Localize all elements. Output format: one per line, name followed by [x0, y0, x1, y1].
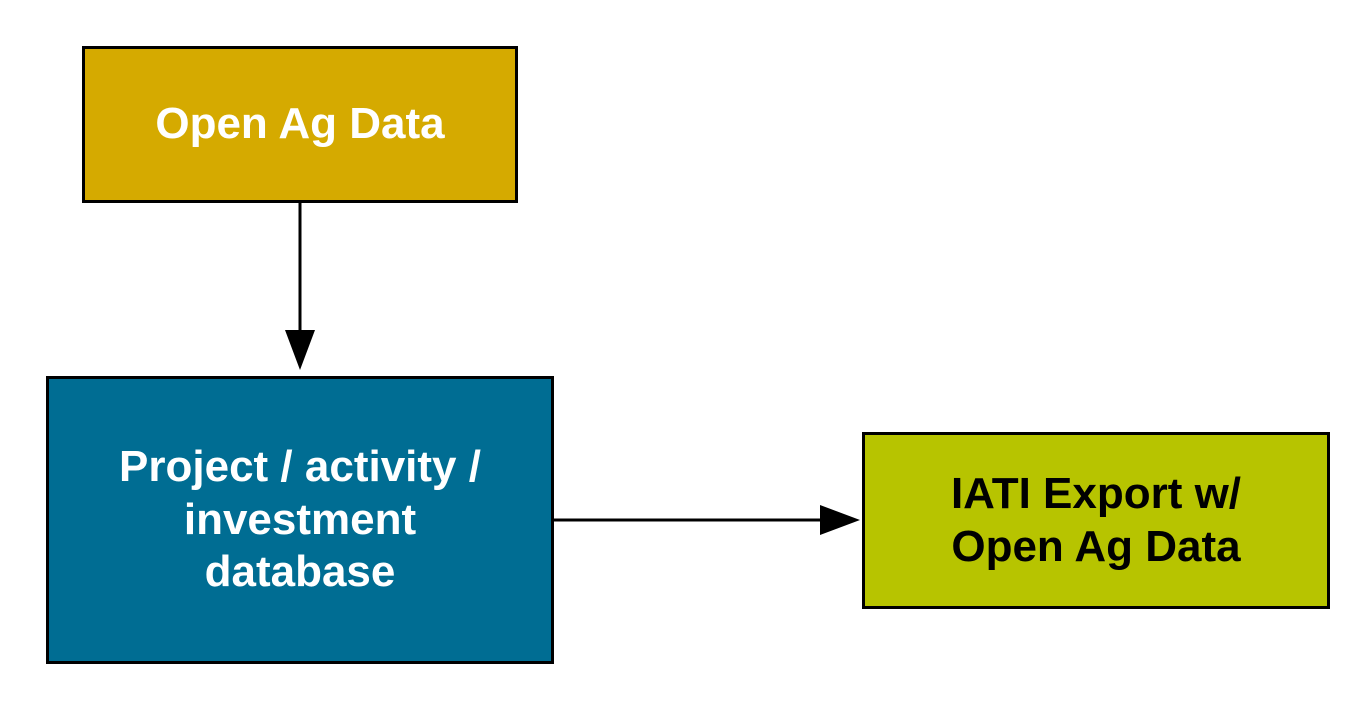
edge-open-ag-to-database: [285, 203, 315, 370]
node-label: Open Ag Data: [155, 99, 445, 149]
node-label: Project / activity / investment database: [119, 441, 481, 597]
node-iati-export: IATI Export w/ Open Ag Data: [862, 432, 1330, 609]
node-label: IATI Export w/ Open Ag Data: [950, 468, 1242, 571]
node-project-database: Project / activity / investment database: [46, 376, 554, 664]
node-open-ag-data: Open Ag Data: [82, 46, 518, 203]
arrowhead-icon: [820, 505, 860, 535]
edge-database-to-iati: [554, 505, 860, 535]
arrowhead-icon: [285, 330, 315, 370]
